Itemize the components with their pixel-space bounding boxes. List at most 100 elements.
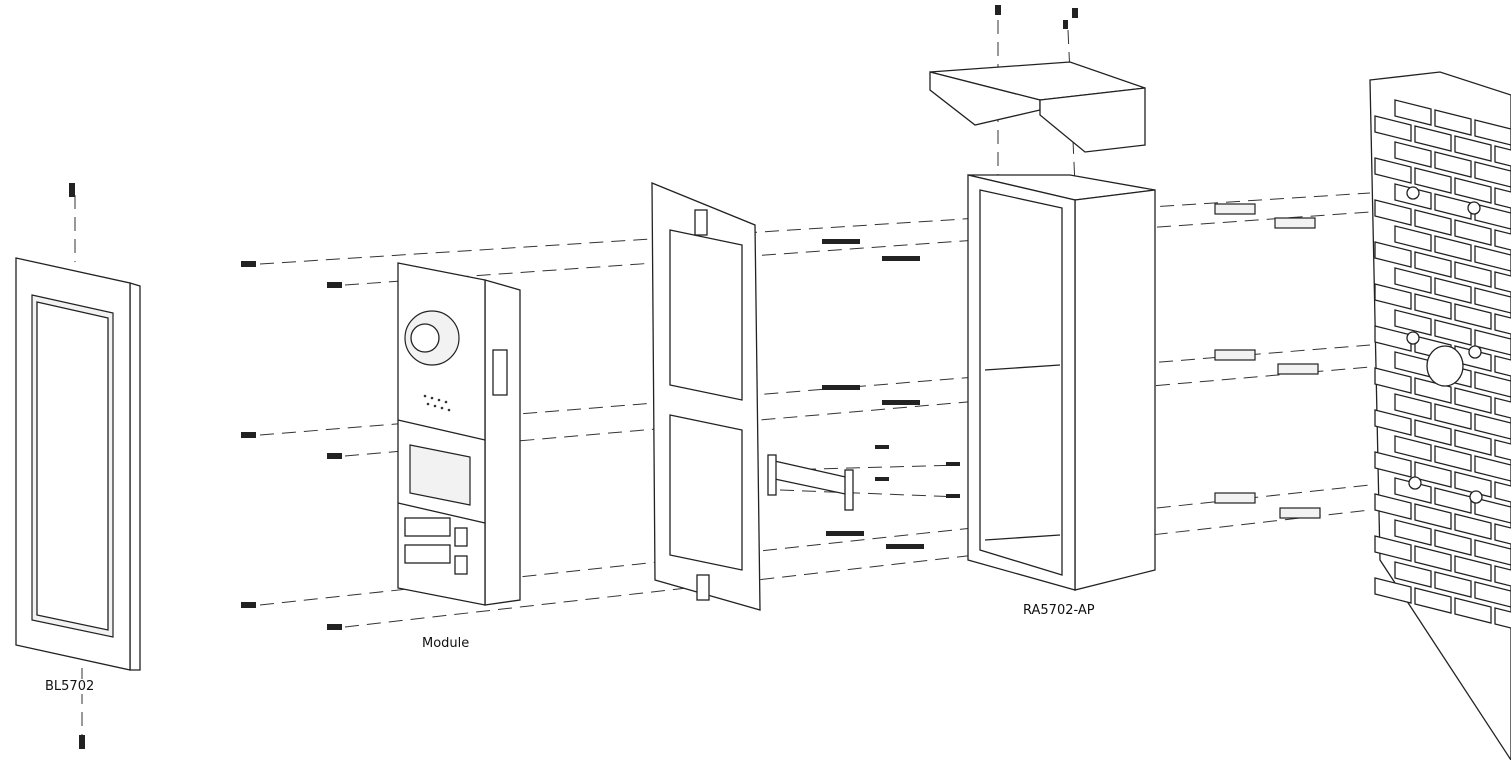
brick — [1454, 387, 1492, 414]
screw-icon — [69, 183, 75, 197]
brick — [1454, 135, 1492, 162]
brick — [1374, 451, 1412, 478]
brick — [1374, 367, 1412, 394]
brick — [1474, 539, 1511, 566]
brick — [1374, 115, 1412, 142]
brick — [1394, 99, 1432, 126]
brick — [1394, 519, 1432, 546]
brick — [1474, 161, 1511, 188]
brick — [1434, 319, 1472, 346]
brick — [1374, 157, 1412, 184]
brick — [1434, 193, 1472, 220]
brick — [1454, 597, 1492, 624]
brick — [1494, 481, 1511, 503]
brick — [1374, 535, 1412, 562]
brick — [1434, 109, 1472, 136]
brick — [1414, 209, 1452, 236]
brick — [1494, 565, 1511, 587]
brick — [1394, 393, 1432, 420]
brick — [1434, 235, 1472, 262]
brick — [1494, 355, 1511, 377]
brick-wall — [1369, 71, 1511, 760]
screw-icon — [241, 602, 256, 608]
brick — [1474, 287, 1511, 314]
brick — [1414, 461, 1452, 488]
screw-icon — [327, 624, 342, 630]
brick — [1494, 523, 1511, 545]
brick — [1394, 141, 1432, 168]
brick — [1374, 577, 1412, 604]
brick — [1474, 581, 1511, 608]
brick — [1494, 313, 1511, 335]
brick — [1474, 455, 1511, 482]
brick — [1394, 267, 1432, 294]
brick — [1454, 429, 1492, 456]
brick — [1454, 513, 1492, 540]
assembly-guide-lines — [74, 20, 1371, 735]
wall-plugs — [1214, 203, 1321, 519]
brick — [1394, 309, 1432, 336]
brick — [1474, 497, 1511, 524]
surface-box-ra5702-ap — [967, 174, 1156, 591]
brick — [1434, 445, 1472, 472]
brick — [1454, 261, 1492, 288]
brick — [1414, 587, 1452, 614]
brick — [1434, 487, 1472, 514]
brick — [1374, 493, 1412, 520]
brick — [1434, 151, 1472, 178]
mounting-bracket — [651, 182, 854, 611]
brick — [1434, 529, 1472, 556]
brick — [1494, 607, 1511, 629]
brick — [1454, 219, 1492, 246]
brick — [1454, 471, 1492, 498]
box-label: RA5702-AP — [1022, 603, 1096, 618]
screw-icon — [1072, 8, 1078, 18]
brick — [1374, 325, 1412, 352]
brick — [1454, 555, 1492, 582]
brick — [1494, 145, 1511, 167]
brick — [1414, 293, 1452, 320]
brick — [1494, 187, 1511, 209]
screw-icon — [995, 5, 1001, 15]
brick — [1494, 229, 1511, 251]
screw-icon — [327, 453, 342, 459]
screw-icon — [79, 735, 85, 749]
brick — [1474, 203, 1511, 230]
brick — [1474, 119, 1511, 146]
brick — [1494, 397, 1511, 419]
screw-icon — [327, 282, 342, 288]
brick — [1474, 245, 1511, 272]
brick — [1494, 439, 1511, 461]
brick — [1374, 283, 1412, 310]
brick — [1474, 329, 1511, 356]
brick — [1374, 409, 1412, 436]
brick — [1414, 167, 1452, 194]
module-unit — [241, 261, 521, 630]
brick — [1414, 125, 1452, 152]
brick — [1414, 503, 1452, 530]
brick — [1374, 199, 1412, 226]
brick — [1394, 225, 1432, 252]
brick — [1374, 241, 1412, 268]
brick — [1394, 435, 1432, 462]
module-label: Module — [421, 636, 471, 651]
screw-icon — [241, 261, 256, 267]
rain-hood — [929, 5, 1146, 153]
brick — [1474, 371, 1511, 398]
brick — [1414, 251, 1452, 278]
brick — [1454, 303, 1492, 330]
wall-screws — [822, 239, 960, 549]
frame-bl5702 — [15, 183, 141, 749]
brick — [1454, 177, 1492, 204]
screw-icon — [241, 432, 256, 438]
brick — [1434, 403, 1472, 430]
brick — [1474, 413, 1511, 440]
brick — [1414, 419, 1452, 446]
screw-icon — [1063, 20, 1068, 29]
brick — [1434, 277, 1472, 304]
brick — [1414, 545, 1452, 572]
brick — [1494, 271, 1511, 293]
brick — [1394, 561, 1432, 588]
